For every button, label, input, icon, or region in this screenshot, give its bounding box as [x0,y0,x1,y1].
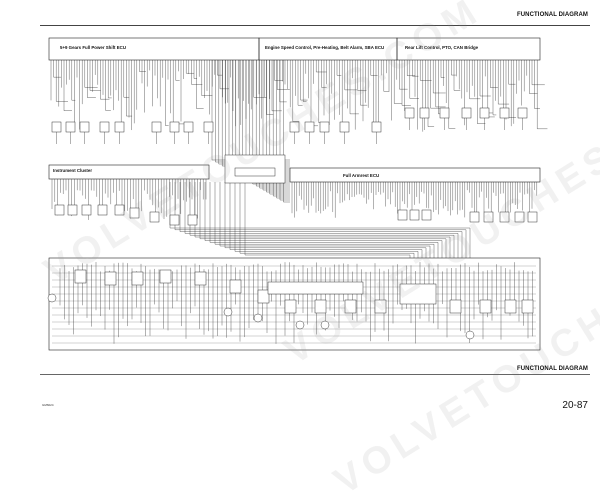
ecu-rear-box [396,37,541,61]
document-code: GM6024 [42,403,54,407]
page-footer-title: FUNCTIONAL DIAGRAM [516,366,588,372]
ecu-shift-title: 5+9 Gears Full Power Shift ECU [60,45,126,50]
wiring-schematic: 5+9 Gears Full Power Shift ECU Engine Sp… [47,37,548,351]
page-header-title: FUNCTIONAL DIAGRAM [516,12,588,18]
armrest-title: Full Armrest ECU [343,173,379,178]
lower-frame [48,257,541,351]
instrument-box [48,164,210,180]
header-rule [40,25,590,26]
armrest-box [289,167,541,183]
ecu-rear-title: Rear Lift Control, PTO, CAN Bridge [405,45,479,50]
ecu-engine-title: Engine Speed Control, Pre-Heating, Belt … [265,45,384,50]
page-number: 20-87 [562,400,588,411]
instrument-title: Instrument Cluster [53,168,92,173]
footer-rule [40,374,590,375]
